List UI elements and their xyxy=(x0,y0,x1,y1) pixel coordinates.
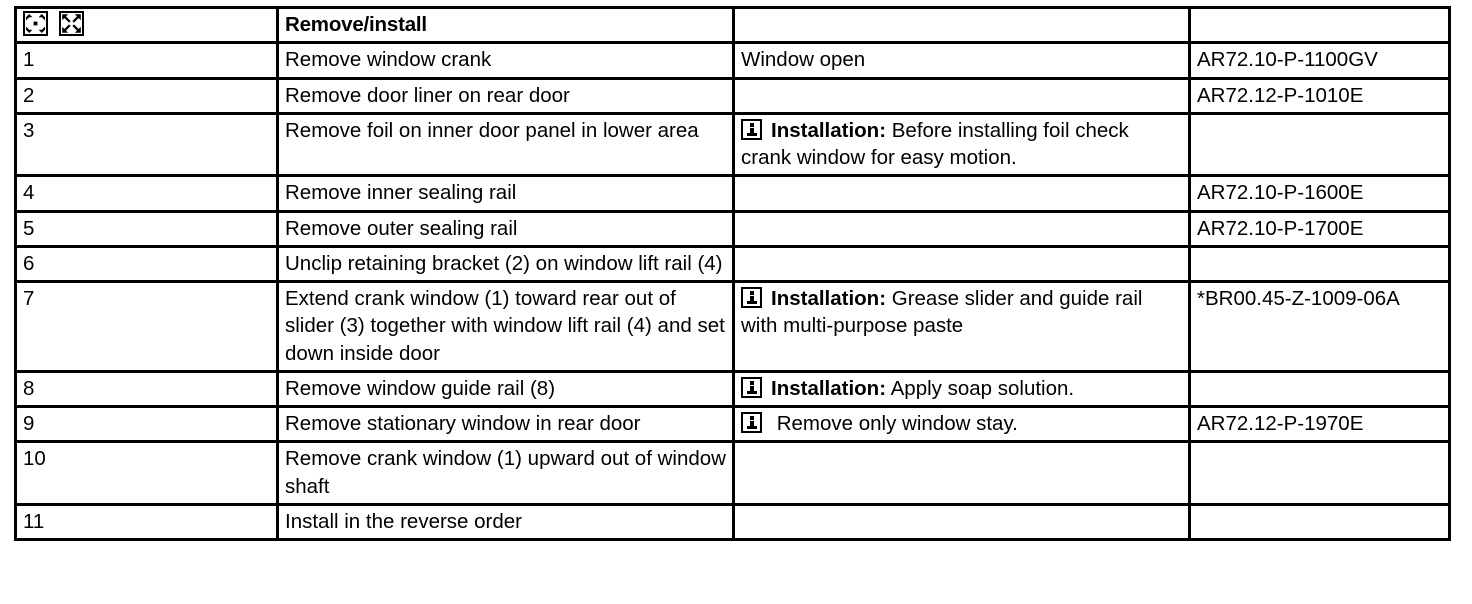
info-icon xyxy=(741,287,762,308)
cell-operation: Extend crank window (1) toward rear out … xyxy=(276,280,735,373)
cell-step-number: 7 xyxy=(14,280,279,373)
cell-reference xyxy=(1188,502,1451,542)
table-row: 9 Remove stationary window in rear door … xyxy=(14,404,1451,444)
cell-note xyxy=(732,440,1191,506)
note-text: Remove only window stay. xyxy=(776,412,1018,435)
table-row: 6 Unclip retaining bracket (2) on window… xyxy=(14,244,1451,284)
table-header-row: Remove/install xyxy=(14,5,1451,45)
cell-reference xyxy=(1188,111,1451,178)
table-row: 8 Remove window guide rail (8) Installat… xyxy=(14,369,1451,409)
note-text: Grease slider and guide rail with multi-… xyxy=(741,287,1143,338)
cell-note xyxy=(732,209,1191,248)
table-row: 2 Remove door liner on rear door AR72.12… xyxy=(14,76,1451,115)
note-bold-prefix: Installation: xyxy=(771,118,887,142)
info-icon xyxy=(741,118,762,140)
header-icon-group xyxy=(23,11,270,36)
cell-step-number: 9 xyxy=(14,404,279,444)
cell-step-number: 10 xyxy=(14,440,279,506)
cell-step-number: 6 xyxy=(14,244,279,284)
header-cell-note xyxy=(732,5,1191,45)
cell-reference xyxy=(1188,244,1451,284)
cell-step-number: 5 xyxy=(14,209,279,248)
cell-operation: Remove inner sealing rail xyxy=(276,174,735,213)
cell-operation: Remove door liner on rear door xyxy=(276,76,735,115)
cell-operation: Remove stationary window in rear door xyxy=(276,404,735,444)
cell-reference: AR72.12-P-1010E xyxy=(1188,76,1451,115)
remove-disassemble-icon xyxy=(23,11,48,36)
cell-operation: Unclip retaining bracket (2) on window l… xyxy=(276,244,735,284)
note-text: Before installing foil check crank windo… xyxy=(741,118,1129,169)
table-row: 11 Install in the reverse order xyxy=(14,502,1451,542)
cell-operation: Remove outer sealing rail xyxy=(276,209,735,248)
table-row: 7 Extend crank window (1) toward rear ou… xyxy=(14,280,1451,373)
cell-note xyxy=(732,76,1191,115)
cell-note: Installation: Before installing foil che… xyxy=(732,111,1191,178)
cell-reference xyxy=(1188,369,1451,409)
cell-step-number: 8 xyxy=(14,369,279,409)
cell-step-number: 4 xyxy=(14,174,279,213)
header-cell-reference xyxy=(1188,5,1451,45)
info-icon xyxy=(741,412,762,433)
table-row: 4 Remove inner sealing rail AR72.10-P-16… xyxy=(14,174,1451,213)
cell-operation: Remove window crank xyxy=(276,41,735,80)
cell-operation: Install in the reverse order xyxy=(276,502,735,542)
cell-note xyxy=(732,174,1191,213)
cell-reference: *BR00.45-Z-1009-06A xyxy=(1188,280,1451,373)
table-body: Remove/install 1 Remove window crank Win… xyxy=(14,5,1451,542)
cell-operation: Remove crank window (1) upward out of wi… xyxy=(276,440,735,506)
header-cell-operation: Remove/install xyxy=(276,5,735,45)
cell-note: Installation: Apply soap solution. xyxy=(732,369,1191,409)
note-bold-prefix: Installation: xyxy=(771,376,887,400)
cell-step-number: 3 xyxy=(14,111,279,178)
cell-note xyxy=(732,244,1191,284)
install-assemble-icon xyxy=(59,11,84,36)
table-row: 10 Remove crank window (1) upward out of… xyxy=(14,440,1451,506)
cell-note: Window open xyxy=(732,41,1191,80)
cell-step-number: 2 xyxy=(14,76,279,115)
table-row: 3 Remove foil on inner door panel in low… xyxy=(14,111,1451,178)
note-text: Apply soap solution. xyxy=(890,376,1075,400)
table-row: 1 Remove window crank Window open AR72.1… xyxy=(14,41,1451,80)
cell-reference: AR72.12-P-1970E xyxy=(1188,404,1451,444)
cell-reference: AR72.10-P-1100GV xyxy=(1188,41,1451,80)
cell-step-number: 1 xyxy=(14,41,279,80)
remove-install-procedure-table: Remove/install 1 Remove window crank Win… xyxy=(14,5,1451,542)
table-row: 5 Remove outer sealing rail AR72.10-P-17… xyxy=(14,209,1451,248)
note-bold-prefix: Installation: xyxy=(771,287,887,310)
header-cell-step-icons xyxy=(14,5,279,45)
cell-note: Installation: Grease slider and guide ra… xyxy=(732,280,1191,373)
cell-step-number: 11 xyxy=(14,502,279,542)
cell-reference: AR72.10-P-1700E xyxy=(1188,209,1451,248)
cell-reference: AR72.10-P-1600E xyxy=(1188,174,1451,213)
cell-reference xyxy=(1188,440,1451,506)
cell-operation: Remove window guide rail (8) xyxy=(276,369,735,409)
cell-operation: Remove foil on inner door panel in lower… xyxy=(276,111,735,178)
note-text: Window open xyxy=(741,48,866,72)
cell-note xyxy=(732,502,1191,542)
info-icon xyxy=(741,376,762,398)
cell-note: Remove only window stay. xyxy=(732,404,1191,444)
